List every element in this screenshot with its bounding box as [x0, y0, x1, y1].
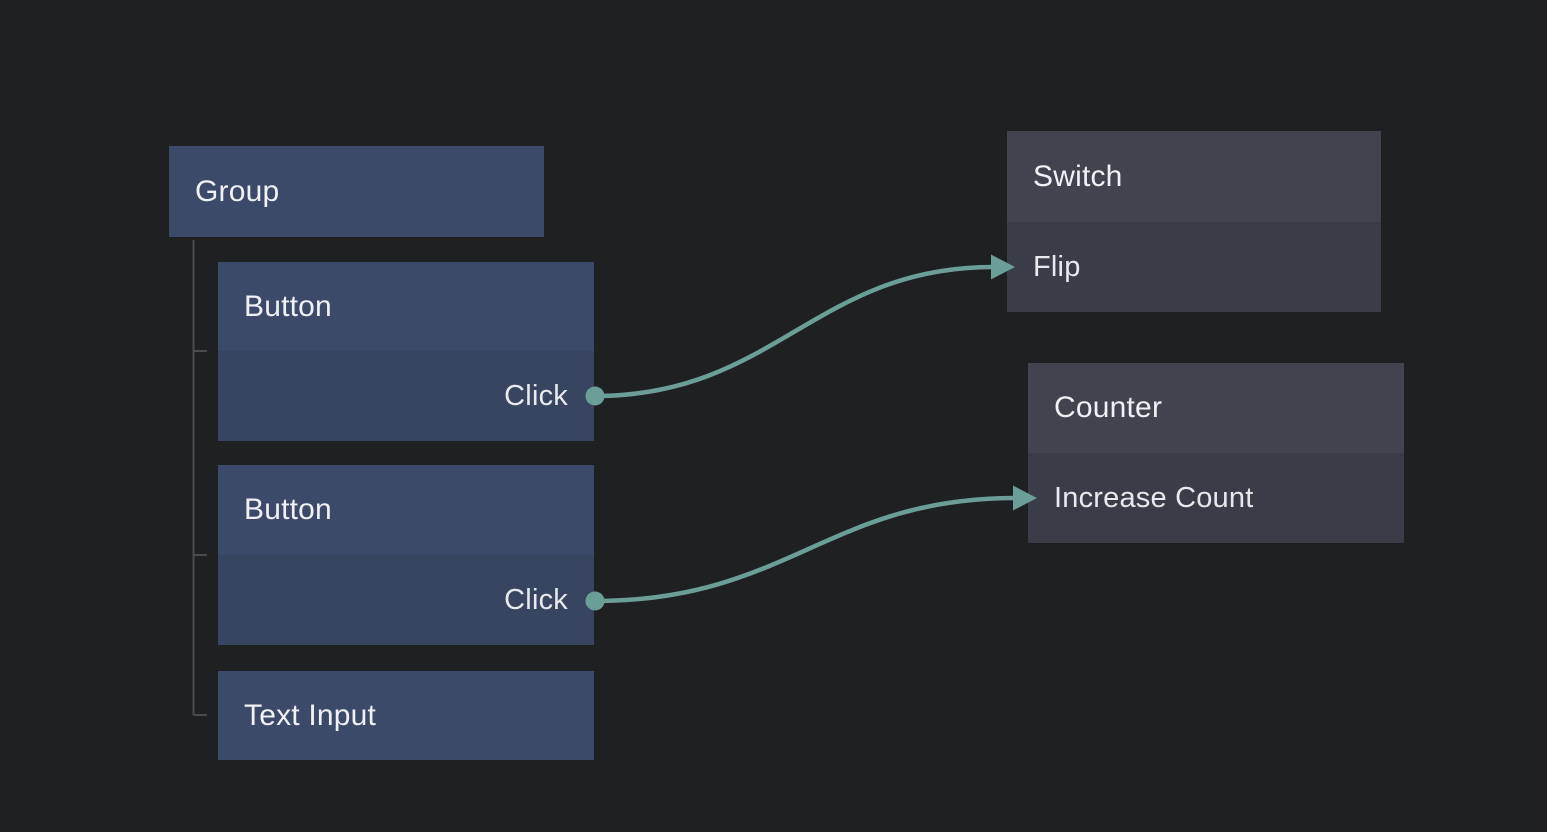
node-button-1-header[interactable]: Button: [218, 262, 594, 351]
node-text-input[interactable]: Text Input: [218, 671, 594, 760]
node-counter-input-port-increase-count[interactable]: Increase Count: [1028, 453, 1404, 543]
edge-button2-click-to-counter-increase-count[interactable]: [594, 495, 1016, 604]
node-switch-input-port-flip[interactable]: Flip: [1007, 222, 1381, 312]
tree-connector-line: [192, 240, 207, 716]
edge-button1-click-to-switch-flip[interactable]: [594, 264, 994, 399]
node-text-input-header[interactable]: Text Input: [218, 671, 594, 760]
node-button-2[interactable]: Button Click: [218, 465, 594, 645]
node-counter-header[interactable]: Counter: [1028, 363, 1404, 453]
node-button-2-title: Button: [244, 493, 332, 526]
node-button-1-output-port-click[interactable]: Click: [218, 351, 594, 441]
node-text-input-title: Text Input: [244, 698, 377, 732]
port-label-click-1: Click: [504, 379, 568, 412]
port-label-flip: Flip: [1033, 250, 1081, 283]
node-group-header[interactable]: Group: [169, 146, 544, 237]
node-counter[interactable]: Counter Increase Count: [1028, 363, 1404, 543]
node-switch-title: Switch: [1033, 159, 1123, 193]
port-label-increase-count: Increase Count: [1054, 481, 1254, 514]
node-button-1[interactable]: Button Click: [218, 262, 594, 441]
node-group-title: Group: [195, 174, 280, 208]
node-counter-title: Counter: [1054, 391, 1163, 424]
node-button-2-header[interactable]: Button: [218, 465, 594, 555]
node-switch-header[interactable]: Switch: [1007, 131, 1381, 222]
node-button-2-output-port-click[interactable]: Click: [218, 555, 594, 645]
node-group[interactable]: Group: [169, 146, 544, 237]
node-switch[interactable]: Switch Flip: [1007, 131, 1381, 312]
port-label-click-2: Click: [504, 583, 568, 616]
node-button-1-title: Button: [244, 289, 332, 323]
